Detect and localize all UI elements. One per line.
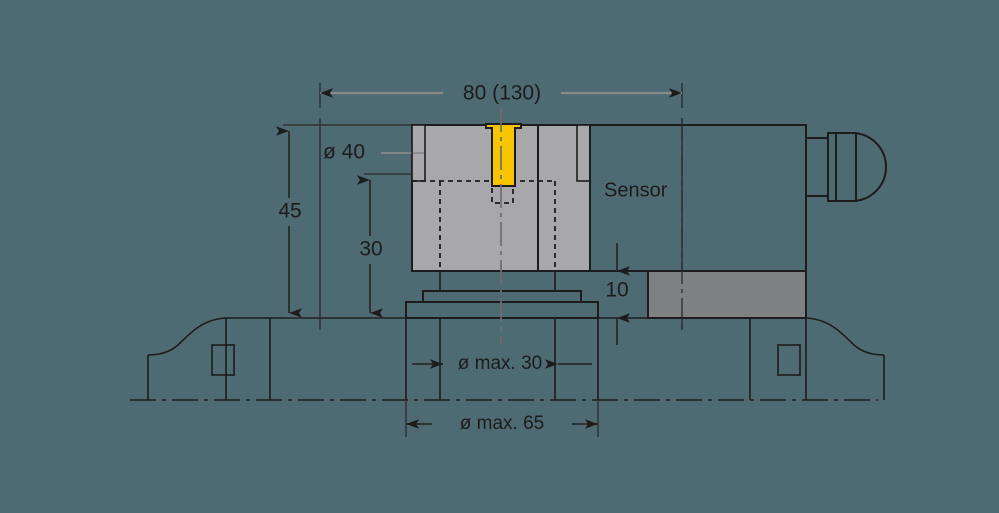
dim-label-bg-30 bbox=[356, 236, 386, 264]
dimension-height-overall: 45 bbox=[274, 124, 412, 319]
connector-assembly bbox=[805, 132, 887, 202]
dim-label-bg-width bbox=[443, 80, 561, 106]
dim-label-bg-45 bbox=[274, 198, 306, 226]
dim-label-30: 30 bbox=[359, 238, 382, 261]
dim-label-d40: ø 40 bbox=[323, 141, 365, 164]
dim-label-clearance-30: ø max. 30 bbox=[458, 353, 542, 374]
dim-label-clearance-65: ø max. 65 bbox=[460, 413, 544, 434]
connector-cap-icon bbox=[851, 132, 887, 202]
dim-label-10: 10 bbox=[605, 279, 628, 302]
dimension-bore-diameter: ø 40 bbox=[323, 141, 424, 164]
plinth-block bbox=[647, 270, 807, 319]
plunger-highlight bbox=[485, 123, 522, 187]
body-support-stems bbox=[439, 271, 556, 291]
dimension-plinth-height: 10 bbox=[605, 243, 630, 345]
plunger-shape bbox=[485, 123, 522, 187]
dimension-clearance-large: ø max. 65 bbox=[405, 400, 599, 437]
dimension-clearance-small: ø max. 30 bbox=[412, 353, 592, 374]
dimension-width-overall: 80 (130) bbox=[320, 80, 682, 106]
connector-collar-2 bbox=[835, 132, 857, 202]
hidden-bore-outlines bbox=[412, 180, 556, 271]
dim-label-45: 45 bbox=[278, 200, 301, 223]
plinth-rect bbox=[647, 270, 807, 319]
right-base-notch bbox=[777, 344, 801, 376]
dim-label-width: 80 (130) bbox=[463, 82, 541, 105]
dimension-height-inner: 30 bbox=[356, 173, 412, 318]
plate-lower bbox=[405, 301, 599, 319]
body-right-ear bbox=[576, 124, 591, 182]
left-base-notch bbox=[211, 344, 235, 376]
label-sensor: Sensor bbox=[604, 179, 668, 201]
dim-label-bg-cl65 bbox=[432, 411, 572, 437]
mounting-plate-stack bbox=[405, 290, 599, 319]
